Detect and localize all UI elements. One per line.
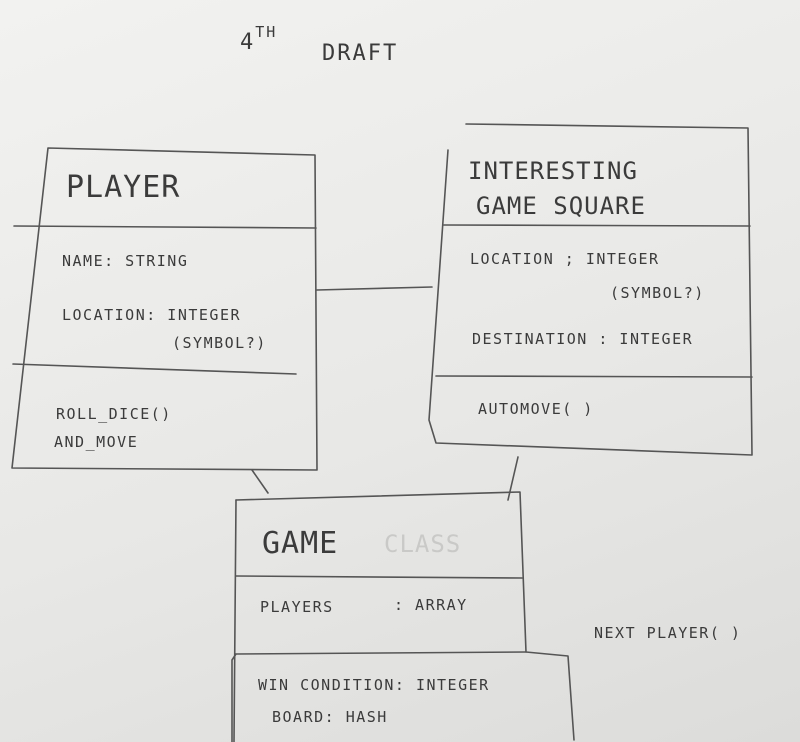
player-class-name: PLAYER bbox=[66, 170, 181, 205]
square-divider-top bbox=[443, 224, 751, 227]
game-divider bbox=[235, 575, 523, 579]
game-side-note-next-player: NEXT PLAYER( ) bbox=[594, 624, 742, 642]
player-box-outline bbox=[11, 147, 318, 471]
square-attr-destination: DESTINATION : INTEGER bbox=[472, 330, 694, 348]
player-divider-bottom bbox=[12, 363, 297, 375]
player-attr-location: LOCATION: INTEGER bbox=[62, 306, 242, 324]
game-box-left-edge bbox=[233, 499, 237, 742]
player-attr-name: NAME: STRING bbox=[62, 252, 189, 270]
game-method-board: BOARD: HASH bbox=[272, 708, 388, 726]
game-method-box bbox=[231, 651, 527, 742]
player-method-roll: ROLL_DICE() bbox=[56, 405, 172, 423]
player-method-move: AND_MOVE bbox=[54, 433, 139, 451]
player-square-association bbox=[316, 286, 433, 291]
square-method-automove: AUTOMOVE( ) bbox=[478, 400, 594, 418]
game-attr-players-type: : ARRAY bbox=[394, 596, 468, 614]
square-box-outline bbox=[428, 123, 753, 456]
player-divider-top bbox=[13, 225, 317, 229]
square-attr-location-note: (SYMBOL?) bbox=[610, 284, 705, 302]
heading-number: 4TH bbox=[240, 23, 278, 55]
game-method-win-condition: WIN CONDITION: INTEGER bbox=[258, 676, 490, 694]
square-game-association bbox=[507, 456, 519, 501]
square-attr-location: LOCATION ; INTEGER bbox=[470, 250, 660, 268]
game-class-name: GAME bbox=[262, 526, 339, 561]
game-attr-players: PLAYERS bbox=[260, 598, 334, 616]
player-game-association bbox=[251, 469, 269, 494]
game-erased-word: CLASS bbox=[384, 530, 462, 558]
square-divider-bottom bbox=[435, 375, 753, 378]
square-class-name-line1: INTERESTING bbox=[468, 157, 638, 185]
player-attr-location-note: (SYMBOL?) bbox=[172, 334, 267, 352]
heading-word: DRAFT bbox=[322, 41, 399, 66]
square-class-name-line2: GAME SQUARE bbox=[476, 192, 646, 220]
